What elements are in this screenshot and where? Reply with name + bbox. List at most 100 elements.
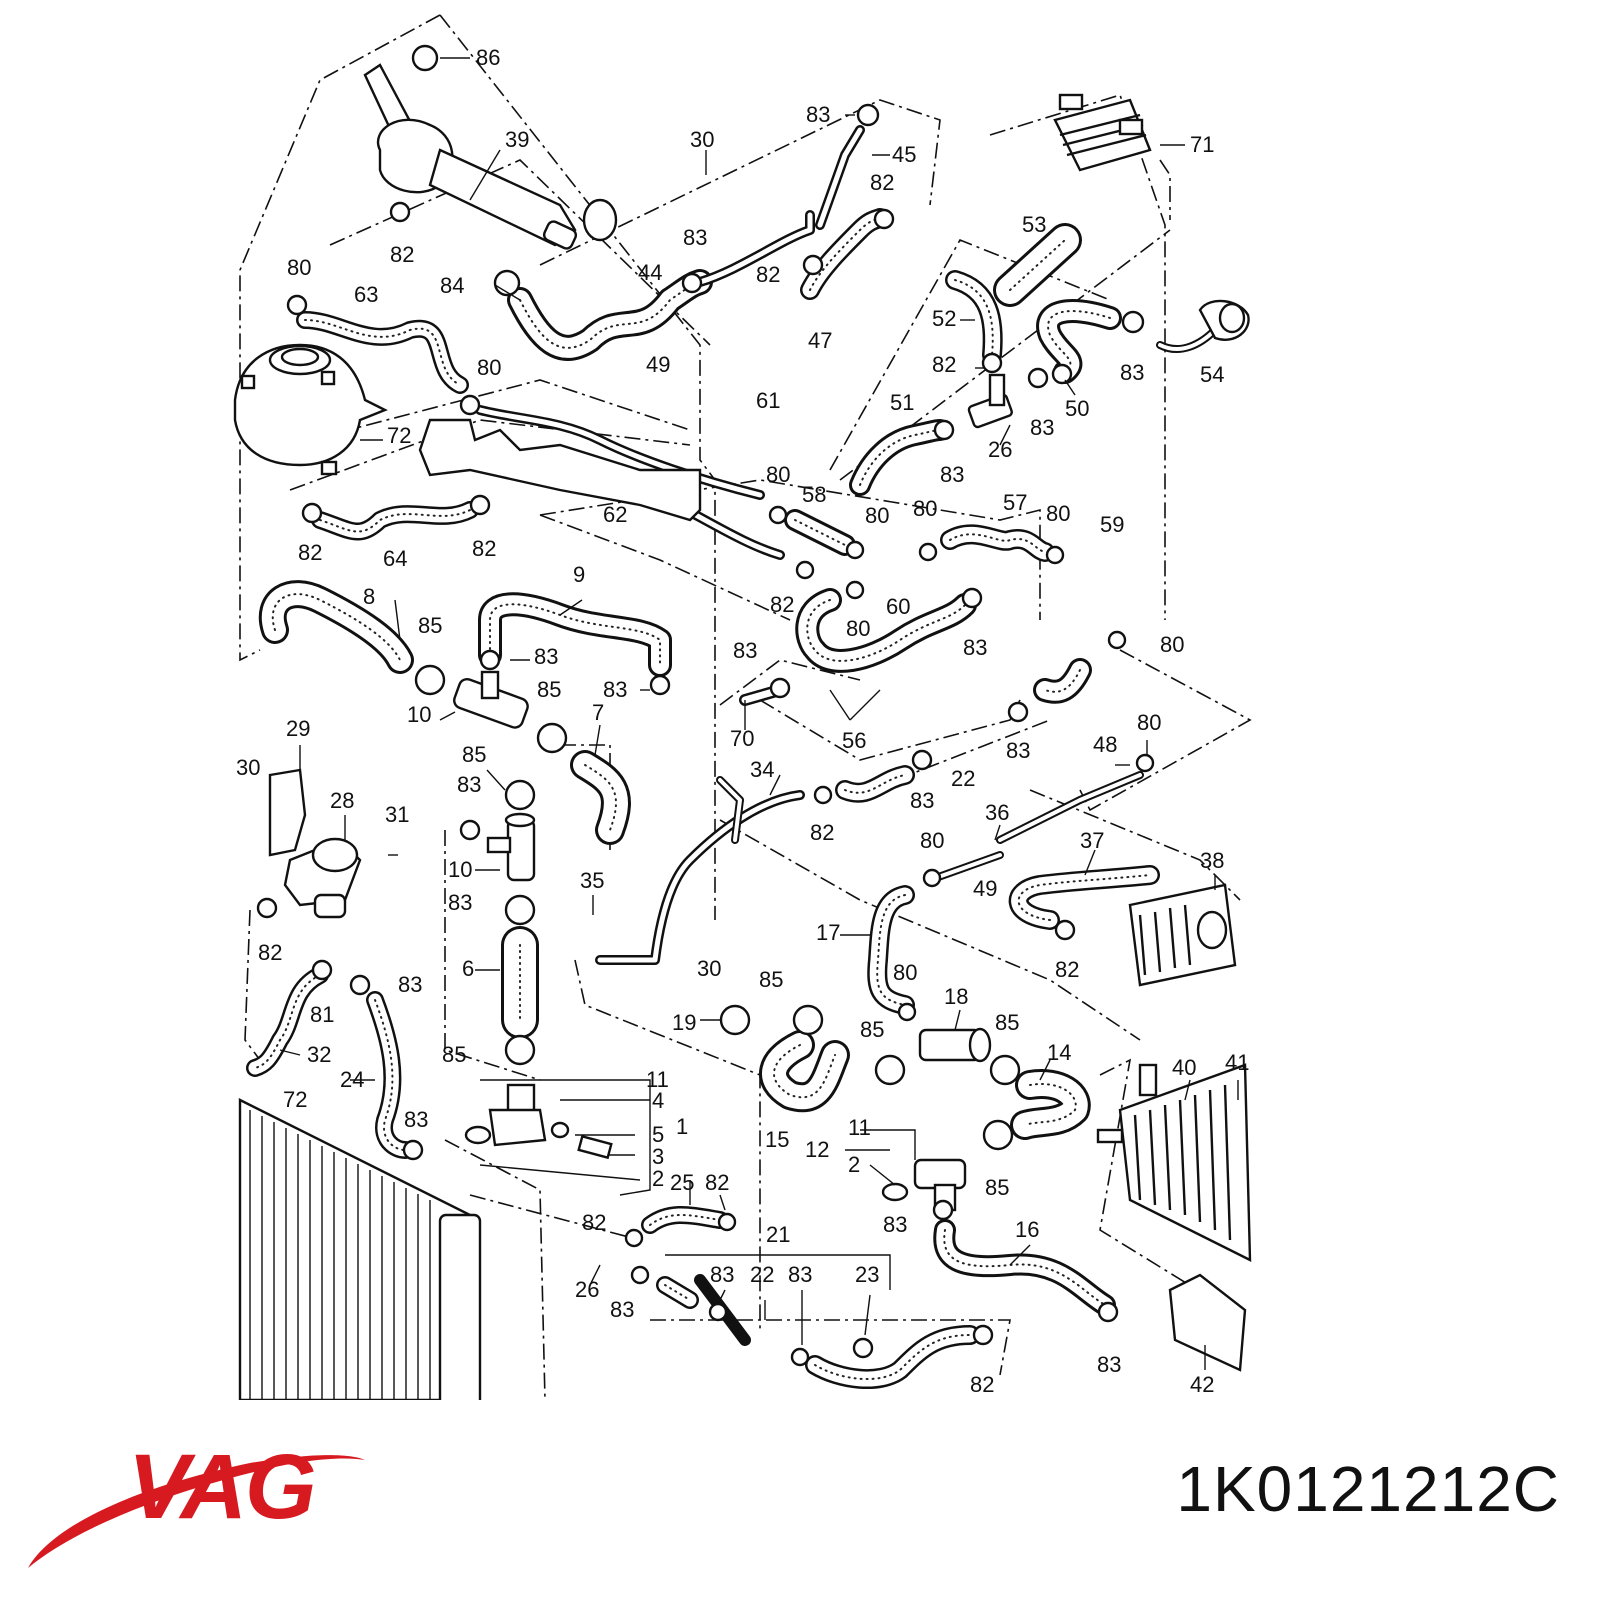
callout-label: 45 xyxy=(892,142,916,167)
callout-label: 5 xyxy=(652,1122,664,1147)
hose-9 xyxy=(478,592,672,677)
callout-label: 80 xyxy=(893,960,917,985)
hose-58 xyxy=(784,509,856,556)
callout-label: 83 xyxy=(940,462,964,487)
callout-label: 72 xyxy=(387,423,411,448)
hose-34 xyxy=(835,765,915,803)
hose-52 xyxy=(945,270,1003,365)
callout-label: 83 xyxy=(806,102,830,127)
callout-label: 25 xyxy=(670,1170,694,1195)
callout-label: 29 xyxy=(286,716,310,741)
callout-label: 62 xyxy=(603,502,627,527)
callout-label: 14 xyxy=(1047,1040,1071,1065)
callout-label: 57 xyxy=(1003,490,1027,515)
callout-label: 80 xyxy=(1160,632,1184,657)
callout-label: 36 xyxy=(985,800,1009,825)
coolant-pump-28 xyxy=(268,768,362,919)
hose-23 xyxy=(805,1325,980,1390)
logo-wordmark: VAG xyxy=(128,1436,315,1538)
callout-label: 26 xyxy=(575,1277,599,1302)
callout-label: 82 xyxy=(810,820,834,845)
callout-label: 17 xyxy=(816,920,840,945)
callout-label: 83 xyxy=(448,890,472,915)
callout-label: 83 xyxy=(404,1107,428,1132)
callout-label: 22 xyxy=(750,1262,774,1287)
connector-10-lower xyxy=(486,812,536,882)
callout-label: 71 xyxy=(1190,132,1214,157)
callout-label: 10 xyxy=(448,857,472,882)
callout-label: 10 xyxy=(407,702,431,727)
callout-label: 28 xyxy=(330,788,354,813)
callout-label: 11 xyxy=(848,1115,871,1140)
callout-label: 12 xyxy=(805,1137,829,1162)
hose-7 xyxy=(570,750,631,845)
callout-label: 80 xyxy=(287,255,311,280)
callout-label: 35 xyxy=(580,868,604,893)
callout-label: 82 xyxy=(932,352,956,377)
part-callouts: 86 39 82 84 30 83 44 83 45 82 82 47 71 5… xyxy=(236,45,1249,1397)
hose-clamps xyxy=(256,44,1155,1367)
hose-63 xyxy=(296,311,469,394)
connector-54 xyxy=(1198,299,1250,341)
callout-label: 80 xyxy=(1046,501,1070,526)
hose-17 xyxy=(867,885,915,1015)
callout-label: 83 xyxy=(788,1262,812,1287)
callout-label: 2 xyxy=(652,1166,664,1191)
callout-label: 85 xyxy=(985,1175,1009,1200)
auxiliary-radiator-40 xyxy=(1096,1063,1252,1262)
callout-label: 83 xyxy=(603,677,627,702)
callout-label: 83 xyxy=(1120,360,1144,385)
callout-label: 83 xyxy=(398,972,422,997)
callout-label: 61 xyxy=(756,388,780,413)
hose-25 xyxy=(641,1206,729,1234)
callout-label: 19 xyxy=(672,1010,696,1035)
hose-8 xyxy=(258,580,414,674)
callout-label: 16 xyxy=(1015,1217,1039,1242)
callout-label: 52 xyxy=(932,306,956,331)
hose-56 xyxy=(1033,658,1092,704)
coolant-system-exploded-diagram: 86 39 82 84 30 83 44 83 45 82 82 47 71 5… xyxy=(233,14,1252,1400)
callout-label: 85 xyxy=(759,967,783,992)
callout-label: 24 xyxy=(340,1067,364,1092)
hose-53 xyxy=(993,223,1082,307)
callout-label: 6 xyxy=(462,956,474,981)
callout-label: 30 xyxy=(236,755,260,780)
callout-label: 84 xyxy=(440,273,464,298)
callout-label: 30 xyxy=(697,956,721,981)
callout-label: 82 xyxy=(756,262,780,287)
radiator-72 xyxy=(238,1098,482,1400)
callout-label: 15 xyxy=(765,1127,789,1152)
callout-label: 85 xyxy=(537,677,561,702)
callout-label: 80 xyxy=(865,503,889,528)
callout-label: 50 xyxy=(1065,396,1089,421)
hose-64 xyxy=(311,501,479,541)
callout-label: 49 xyxy=(646,352,670,377)
callout-label: 9 xyxy=(573,562,585,587)
callout-label: 60 xyxy=(886,594,910,619)
callout-label: 11 xyxy=(646,1067,669,1092)
callout-label: 85 xyxy=(995,1010,1019,1035)
hose-37 xyxy=(1008,865,1160,930)
callout-label: 30 xyxy=(690,127,714,152)
callout-label: 56 xyxy=(842,728,866,753)
callout-label: 85 xyxy=(418,613,442,638)
callout-label: 51 xyxy=(890,390,914,415)
callout-label: 64 xyxy=(383,546,407,571)
callout-label: 82 xyxy=(705,1170,729,1195)
leader-lines xyxy=(279,57,1239,1370)
callout-label: 8 xyxy=(363,584,375,609)
callout-label: 1 xyxy=(676,1114,688,1139)
expansion-tank-72 xyxy=(233,343,388,476)
callout-label: 85 xyxy=(462,742,486,767)
callout-label: 26 xyxy=(988,437,1012,462)
callout-label: 32 xyxy=(307,1042,331,1067)
callout-label: 85 xyxy=(860,1017,884,1042)
callout-label: 83 xyxy=(610,1297,634,1322)
callout-label: 3 xyxy=(652,1144,664,1169)
hose-44 xyxy=(507,269,713,361)
connector-1-assembly xyxy=(464,1083,613,1160)
callout-label: 83 xyxy=(457,772,481,797)
callout-label: 83 xyxy=(1097,1352,1121,1377)
hose-57 xyxy=(940,524,1055,562)
connector-26-top xyxy=(967,373,1013,429)
